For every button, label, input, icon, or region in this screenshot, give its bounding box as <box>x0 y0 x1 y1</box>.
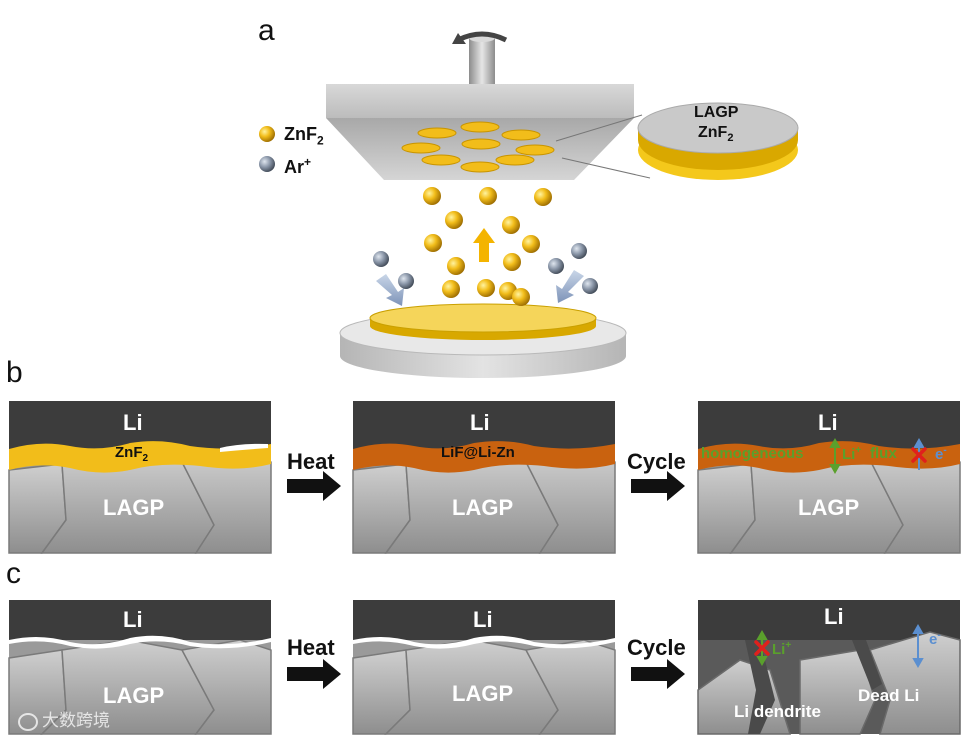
heat-arrow-c-icon <box>287 659 341 689</box>
c3-li-label: Li <box>824 604 844 629</box>
b-heat-label: Heat <box>287 449 335 474</box>
b3-flux-label: flux <box>870 445 897 462</box>
cycle-arrow-c-icon <box>631 659 685 689</box>
ar-arrow-left-icon <box>376 274 404 306</box>
sputter-apparatus <box>259 31 799 378</box>
rotation-arrow-icon <box>456 31 508 43</box>
c1-lagp-label: LAGP <box>103 683 165 708</box>
inset-lagp-label: LAGP <box>694 104 739 121</box>
c-heat-label: Heat <box>287 635 335 660</box>
panel-b-tile-2 <box>352 401 616 554</box>
rotation-shaft <box>469 38 495 86</box>
li-ion-block-x-icon <box>754 640 770 656</box>
cycle-arrow-b-icon <box>631 471 685 501</box>
legend-ar-label: Ar+ <box>284 155 312 177</box>
b3-lagp-label: LAGP <box>798 495 860 520</box>
b3-li-label: Li <box>818 410 838 435</box>
b1-li-label: Li <box>123 410 143 435</box>
panel-c-letter: c <box>6 557 21 590</box>
b3-electron-label: e- <box>935 445 947 463</box>
inset-znf2-label: ZnF2 <box>698 124 734 145</box>
c1-li-label: Li <box>123 607 143 632</box>
dead-li <box>852 640 882 690</box>
up-arrow-icon <box>473 228 495 262</box>
panel-b-tile-3 <box>697 401 961 554</box>
b2-lif-label: LiF@Li-Zn <box>441 444 515 461</box>
c2-lagp-label: LAGP <box>452 681 514 706</box>
b-cycle-label: Cycle <box>627 449 686 474</box>
inset-target-disc <box>637 102 799 180</box>
ar-arrow-right-icon <box>556 270 584 303</box>
c3-li-ion-label: Li+ <box>772 640 792 658</box>
legend-znf2-icon <box>259 126 275 142</box>
panel-c-tile-2 <box>352 600 616 735</box>
li-flux-arrow-icon <box>829 437 841 475</box>
c3-electron-label: e- <box>929 630 941 648</box>
panel-b-tile-1 <box>8 401 272 554</box>
b3-homogeneous-label: homogeneous <box>701 445 804 462</box>
li-dendrite <box>745 640 775 734</box>
c2-li-label: Li <box>473 607 493 632</box>
c3-dead-li-label: Dead Li <box>858 686 920 705</box>
legend-znf2-label: ZnF2 <box>284 124 324 148</box>
ar-ion-particles <box>373 243 598 294</box>
heat-arrow-b-icon <box>287 471 341 501</box>
substrate-stage <box>339 303 627 378</box>
c-cycle-label: Cycle <box>627 635 686 660</box>
b3-li-ion-label: Li+ <box>842 445 862 463</box>
panel-a-letter: a <box>258 14 275 47</box>
b2-li-label: Li <box>470 410 490 435</box>
target-plate-top <box>326 84 634 118</box>
legend-ar-icon <box>259 156 275 172</box>
li-ion-arrow-icon <box>756 629 768 667</box>
znf2-particles <box>423 187 552 306</box>
znf2-target-discs <box>401 121 555 173</box>
electron-arrow-icon-c <box>912 623 924 669</box>
watermark-logo-icon <box>18 712 38 731</box>
b1-znf2-label: ZnF2 <box>115 444 149 464</box>
c3-li-dendrite-label: Li dendrite <box>734 702 821 721</box>
panel-b-letter: b <box>6 356 23 389</box>
b2-lagp-label: LAGP <box>452 495 514 520</box>
block-x-icon <box>911 447 927 463</box>
b1-lagp-label: LAGP <box>103 495 165 520</box>
panel-c-tile-3 <box>697 600 961 735</box>
lagp-substrate <box>369 303 597 333</box>
watermark: 大数跨境 <box>18 706 110 731</box>
